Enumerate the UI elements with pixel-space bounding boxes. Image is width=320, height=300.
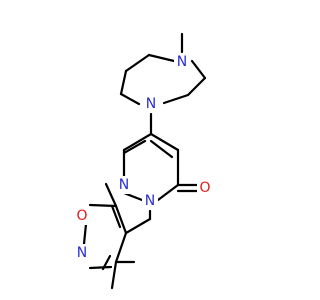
bond [119,92,141,106]
atom-label: N [119,177,129,193]
atom-label: N [77,245,87,261]
bond [147,53,176,63]
diazepane-aryl-nitrogen: N [143,95,159,113]
bond [114,204,128,235]
bond [88,265,113,270]
bond [162,93,190,105]
bond [119,69,128,96]
isoxazole-nitrogen: N [74,244,90,262]
atom-label: N [146,96,156,112]
molecule-structure-diagram: N N N N O O N [74,32,213,290]
bond [190,59,207,80]
atom-label: O [76,208,87,224]
bond [124,53,151,73]
bond [88,203,118,208]
diazepane-methyl-nitrogen: N [174,53,190,71]
bond [101,254,112,271]
isoxazole-oxygen: O [74,207,90,225]
bond [156,183,180,202]
bond [110,204,122,229]
bond [149,132,180,152]
bond [124,217,152,235]
bond [104,182,118,208]
carbonyl-oxygen: O [197,179,213,197]
atom-label: N [177,54,187,70]
bond [122,191,144,202]
bond [114,231,128,264]
bonds [82,32,207,290]
bond [186,76,207,97]
atom-label: O [199,180,210,196]
bond [110,260,118,290]
bond [122,132,153,152]
atom-label: N [145,193,155,209]
bond [82,222,88,246]
atom-labels: N N N N O O N [74,53,213,262]
pyridazine-nitrogen-b: N [142,192,158,210]
bond [122,139,147,155]
pyridazine-nitrogen-a: N [116,176,132,194]
bond [149,139,174,159]
